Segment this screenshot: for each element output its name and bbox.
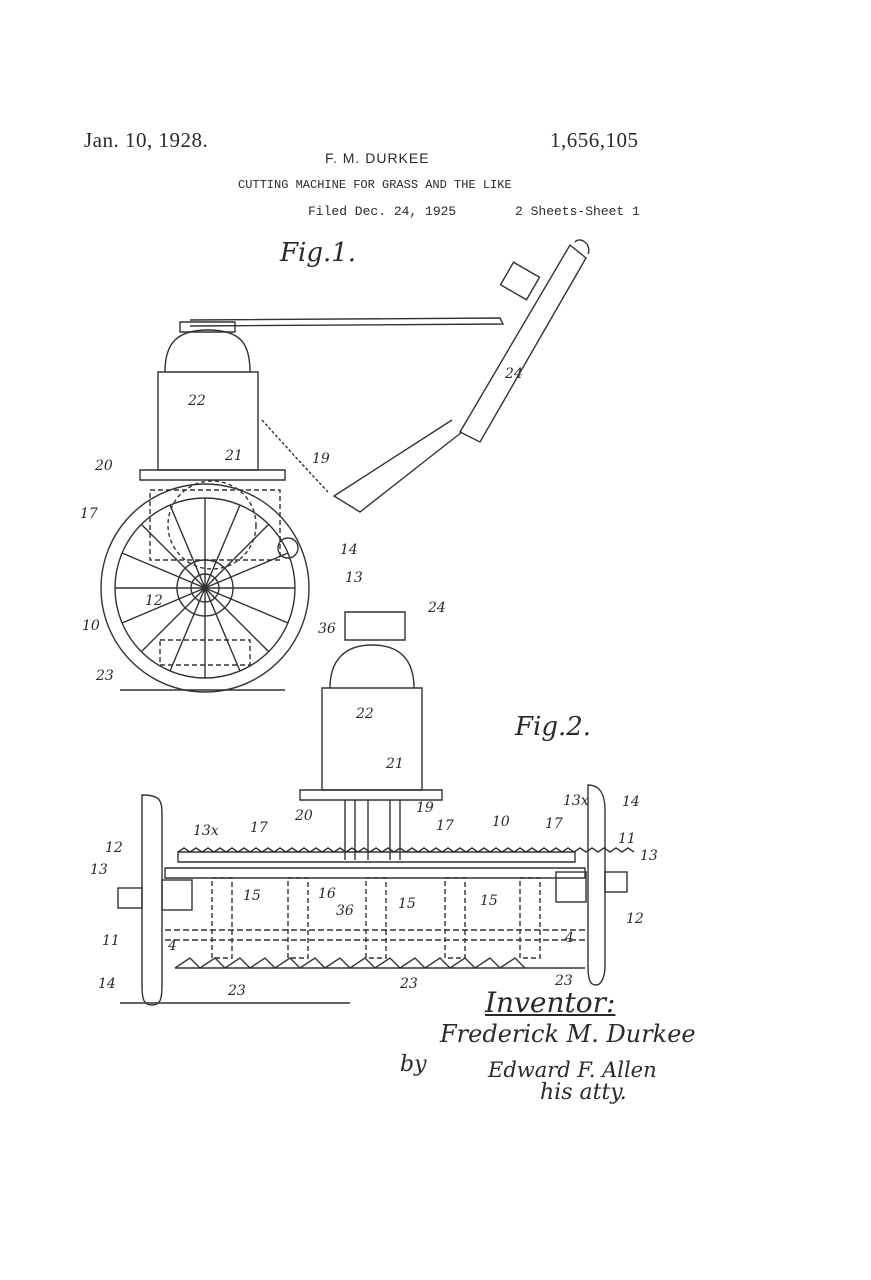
fig2-ref-13-right: 13 (640, 848, 658, 864)
fig2-reference-numerals: 24 22 21 20 19 13x 17 17 10 17 13x 14 11… (90, 600, 658, 999)
fig1-ref-21: 21 (224, 448, 243, 464)
fig1-ref-24: 24 (504, 366, 523, 382)
fig1-ref-13: 13 (345, 570, 363, 586)
fig2-ref-4-right: 4 (564, 930, 574, 946)
fig2-ref-23-right: 23 (554, 973, 573, 989)
sheet-count: 2 Sheets-Sheet 1 (515, 204, 640, 219)
fig1-motor (157, 371, 259, 471)
fig1-wheel-outer (100, 483, 310, 693)
by-label: by (400, 1052, 427, 1077)
fig1-drawing (100, 239, 590, 693)
fig1-ref-20: 20 (94, 458, 113, 474)
attorney-label: his atty. (540, 1080, 627, 1105)
fig1-ref-10: 10 (82, 618, 100, 634)
fig2-ref-22: 22 (355, 706, 374, 722)
fig2-ref-19: 19 (416, 800, 434, 816)
fig2-right-wheel (587, 784, 606, 986)
patent-title: CUTTING MACHINE FOR GRASS AND THE LIKE (238, 178, 512, 192)
inventor-label: Inventor: (485, 986, 616, 1019)
fig2-left-wheel (141, 794, 163, 1006)
fig2-ref-17-mid: 17 (436, 818, 454, 834)
fig2-ref-15-right: 15 (480, 893, 498, 909)
fig1-label: Fig.1. (280, 238, 357, 268)
fig1-ref-17: 17 (80, 506, 98, 522)
fig2-ref-24: 24 (427, 600, 446, 616)
patent-date: Jan. 10, 1928. (84, 128, 209, 152)
fig2-ref-14-left: 14 (98, 976, 116, 992)
fig2-gear-train (177, 851, 576, 863)
fig2-ref-15-left: 15 (243, 888, 261, 904)
fig1-ref-23: 23 (95, 668, 114, 684)
fig1-ref-36: 36 (318, 621, 336, 637)
fig2-ref-23-left: 23 (227, 983, 246, 999)
fig2-ref-11-left: 11 (102, 933, 120, 949)
fig2-ref-17-right: 17 (545, 816, 563, 832)
fig2-ref-12-right: 12 (626, 911, 644, 927)
fig2-ref-20: 20 (294, 808, 313, 824)
fig2-ref-23-mid: 23 (399, 976, 418, 992)
fig2-ref-13x-right: 13x (563, 793, 589, 809)
fig2-ref-13x-left: 13x (193, 823, 219, 839)
fig2-drawing (117, 611, 635, 1006)
fig2-ref-17-left: 17 (250, 820, 268, 836)
fig2-label: Fig.2. (515, 712, 592, 742)
fig2-ref-21: 21 (385, 756, 404, 772)
fig2-motor (321, 687, 423, 791)
fig2-ref-11-right: 11 (618, 831, 636, 847)
inventor-name: F. M. DURKEE (325, 150, 430, 166)
fig1-ref-19: 19 (312, 451, 330, 467)
fig2-ref-14-right: 14 (622, 794, 640, 810)
fig2-ref-4-left: 4 (167, 938, 177, 954)
attorney-signature: Edward F. Allen (488, 1058, 657, 1082)
fig1-handle (459, 243, 587, 443)
fig2-ref-10: 10 (492, 814, 510, 830)
fig1-reference-numerals: 24 22 21 19 20 17 14 13 12 10 36 23 (80, 366, 523, 684)
fig1-ref-22: 22 (187, 393, 206, 409)
fig2-ref-15-mid: 15 (398, 896, 416, 912)
fig1-ref-14: 14 (340, 542, 358, 558)
inventor-signature: Frederick M. Durkee (440, 1020, 696, 1048)
fig1-ref-12: 12 (145, 593, 163, 609)
fig2-ref-12-left: 12 (105, 840, 123, 856)
filed-date: Filed Dec. 24, 1925 (308, 204, 457, 219)
fig2-ref-36: 36 (336, 903, 354, 919)
fig2-ref-13-left: 13 (90, 862, 108, 878)
fig2-ref-16: 16 (318, 886, 336, 902)
patent-number: 1,656,105 (550, 128, 639, 152)
